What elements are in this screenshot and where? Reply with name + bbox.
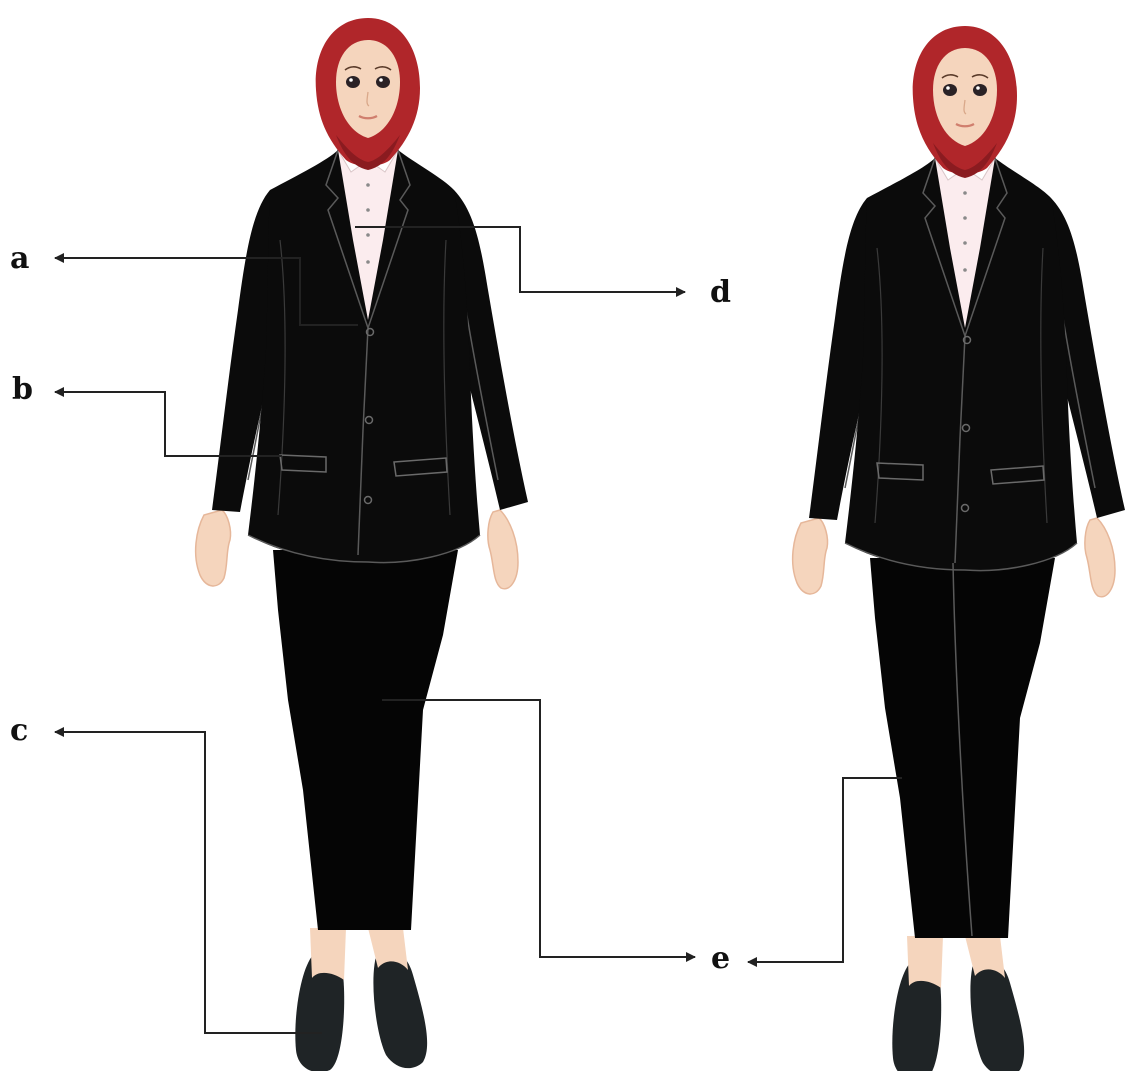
label-c: c: [10, 713, 29, 748]
label-d: d: [710, 275, 731, 310]
figure-right: [791, 24, 1127, 1076]
figure-left: [194, 16, 530, 1074]
label-a: a: [10, 241, 30, 276]
leader-line-e-left: [382, 699, 696, 962]
leader-line-b: [54, 387, 282, 457]
leader-line-e-right: [747, 777, 902, 967]
leader-line-a: [54, 253, 358, 326]
leader-line-d: [355, 226, 686, 297]
label-e: e: [711, 941, 731, 976]
label-b: b: [12, 372, 33, 407]
leader-line-c: [54, 727, 322, 1034]
